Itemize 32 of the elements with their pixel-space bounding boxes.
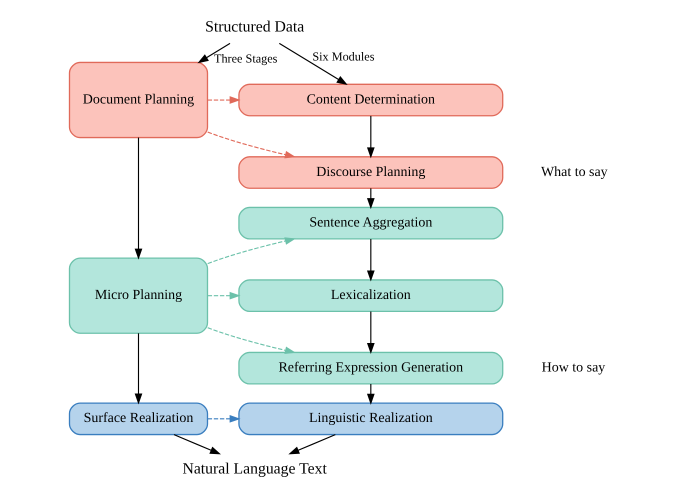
arrow: [207, 292, 240, 300]
arrow: [207, 414, 240, 423]
node-box: Micro Planning: [68, 257, 208, 334]
arrow: [366, 116, 374, 158]
arrow: [366, 312, 374, 354]
node-box: Document Planning: [68, 62, 208, 138]
arrow: [206, 327, 296, 354]
arrow: [134, 333, 142, 405]
arrow: [366, 188, 374, 210]
arrow: [278, 42, 348, 86]
node-text: Structured Data: [204, 18, 304, 36]
node-box: Surface Realization: [68, 402, 208, 436]
arrow: [207, 96, 240, 104]
arrow: [173, 434, 220, 454]
label: How to say: [541, 360, 605, 376]
label: What to say: [540, 164, 608, 180]
node-box: Linguistic Realization: [238, 402, 503, 436]
arrow: [206, 132, 296, 158]
arrow: [366, 384, 374, 405]
node-box: Lexicalization: [238, 279, 503, 312]
arrow: [206, 237, 296, 264]
node-box: Discourse Planning: [238, 156, 503, 189]
node-box: Referring Expression Generation: [238, 352, 503, 385]
arrow: [196, 42, 230, 64]
node-text: Natural Language Text: [182, 460, 326, 478]
arrow: [366, 239, 374, 282]
arrow: [288, 434, 336, 454]
arrow: [134, 138, 142, 260]
edge-label: Six Modules: [312, 50, 374, 64]
node-box: Content Determination: [238, 84, 503, 116]
edge-label: Three Stages: [213, 52, 277, 66]
node-box: Sentence Aggregation: [238, 206, 503, 240]
